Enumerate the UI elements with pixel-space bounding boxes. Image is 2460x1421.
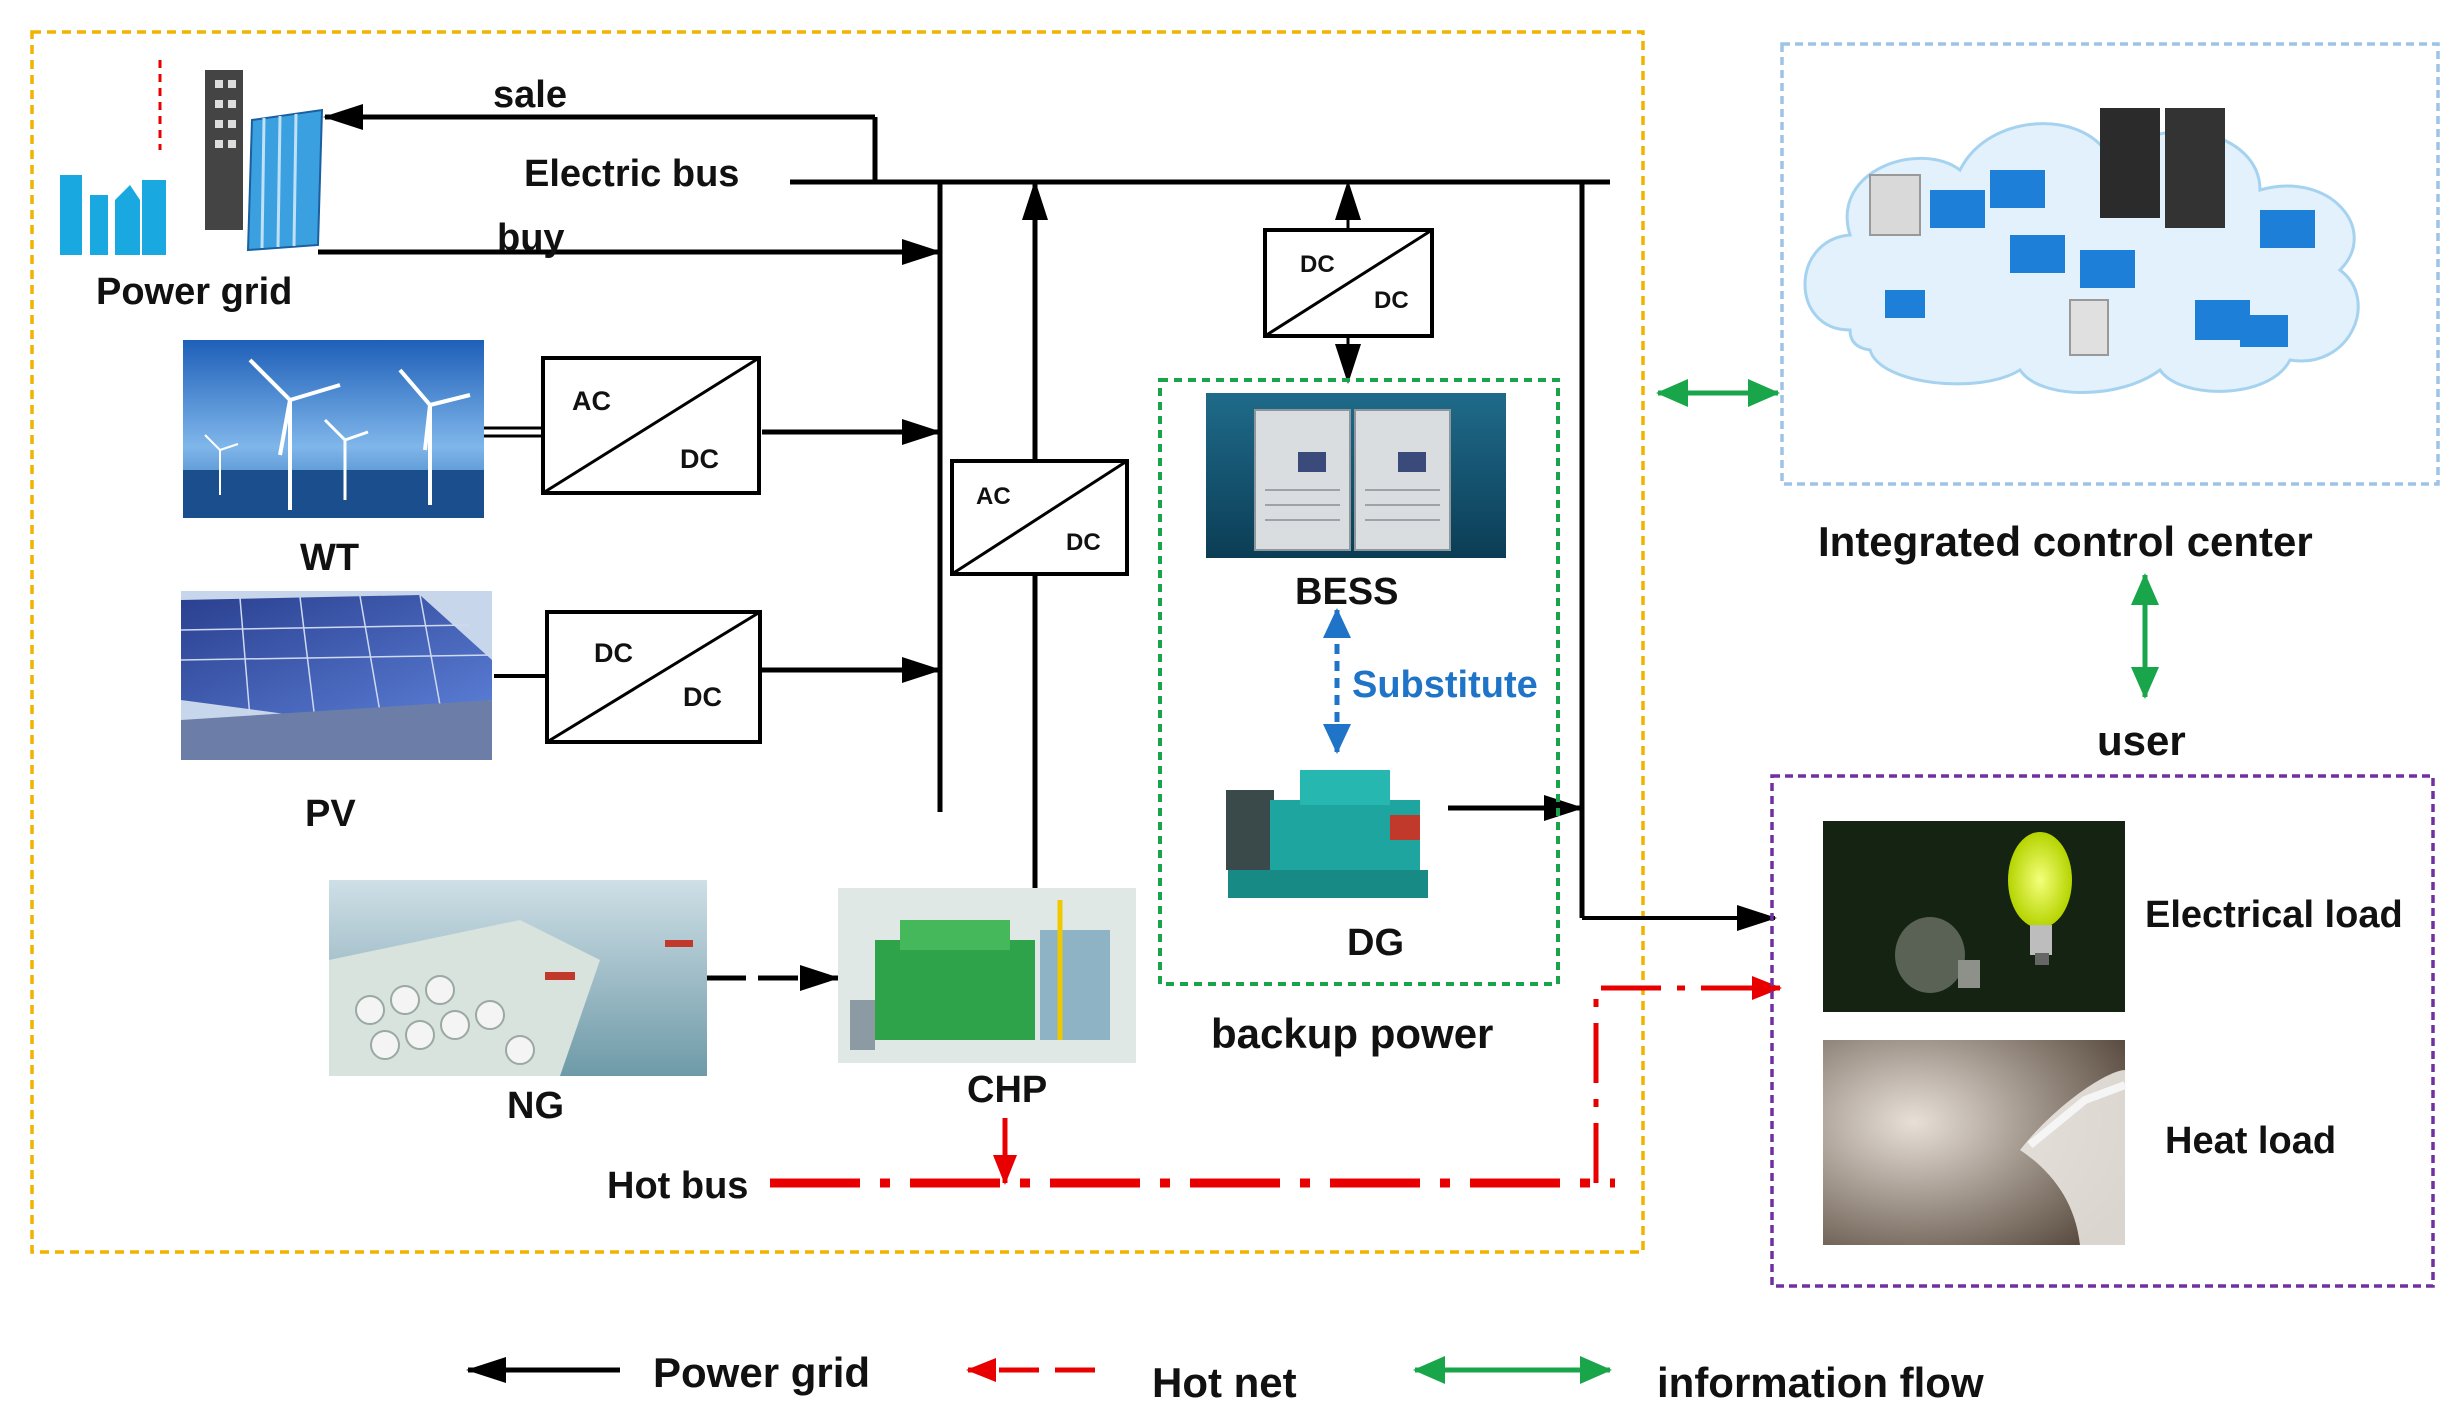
cloud-network-image [1803,108,2360,394]
bess-label: BESS [1295,571,1398,613]
electric-bus-label: Electric bus [524,153,739,195]
wind-turbine-image [183,340,484,518]
converter-chp-bottom: DC [1066,529,1101,556]
chp-label: CHP [967,1069,1047,1111]
converter-chp-top: AC [976,483,1011,510]
system-boundary [30,30,1645,1254]
integrated-control-center-label: Integrated control center [1818,518,2313,565]
converter-pv-top: DC [594,638,633,668]
pv-panel-image [180,591,493,760]
dg-label: DG [1347,922,1404,964]
pv-label: PV [305,793,356,835]
converter-bess-top: DC [1300,251,1335,278]
converter-bess: DC DC [1263,228,1434,338]
ng-label: NG [507,1085,564,1127]
power-grid-icon [60,60,324,255]
heat-load-image [1823,1040,2127,1245]
converter-wt-bottom: DC [680,444,719,474]
backup-power-label: backup power [1211,1010,1493,1057]
control-center-boundary [1780,42,2440,486]
converter-wt-top: AC [572,386,611,416]
legend-power-grid-label: Power grid [653,1349,870,1396]
dg-image [1222,756,1430,908]
converter-chp: AC DC [950,459,1129,576]
hot-net-lines [770,985,1775,1188]
ng-terminal-image [329,880,707,1076]
chp-image [838,888,1136,1063]
converter-bess-bottom: DC [1374,287,1409,314]
backup-power-boundary [1158,378,1560,986]
substitute-label: Substitute [1352,664,1538,706]
user-boundary [1770,774,2435,1288]
hot-bus-label: Hot bus [607,1165,748,1207]
legend-hot-net-label: Hot net [1152,1359,1297,1406]
converter-pv: DC DC [545,610,762,744]
sale-label: sale [493,74,567,116]
wt-label: WT [300,537,359,579]
bess-image [1206,393,1506,558]
legend: Power grid Hot net information flow [466,1349,1984,1406]
legend-info-flow-label: information flow [1657,1359,1984,1406]
buy-label: buy [497,217,565,259]
electrical-load-image [1823,821,2125,1012]
heat-load-label: Heat load [2165,1120,2336,1162]
converter-pv-bottom: DC [683,682,722,712]
converter-wt: AC DC [541,356,761,495]
electrical-load-label: Electrical load [2145,894,2403,936]
power-grid-label: Power grid [96,271,292,313]
user-label: user [2097,717,2186,764]
